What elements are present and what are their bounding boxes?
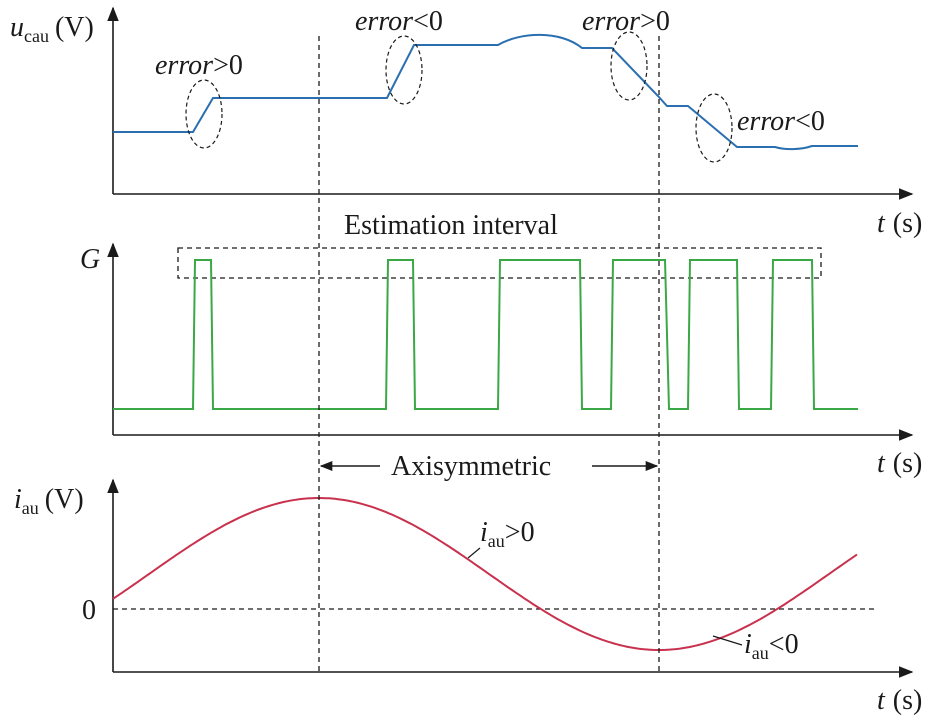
bot-x-label: t(s) xyxy=(877,685,922,716)
bottom-panel: iau(V) 0 t(s) Axisymmetric iau>0 iau<0 xyxy=(14,451,922,716)
voltage-waveform xyxy=(113,33,858,151)
zero-label: 0 xyxy=(82,595,96,626)
current-waveform xyxy=(112,497,858,651)
error-label-3: error>0 xyxy=(582,6,670,37)
mid-y-label: G xyxy=(80,244,100,275)
mid-x-label: t(s) xyxy=(877,448,922,479)
error-label-2: error<0 xyxy=(355,6,443,37)
pos-leader xyxy=(467,547,481,559)
axisym-label: Axisymmetric xyxy=(391,451,551,482)
error-ellipse-2 xyxy=(385,35,423,105)
error-label-1: error>0 xyxy=(155,50,243,81)
current-pos-label: iau>0 xyxy=(480,517,535,551)
middle-panel: G t(s) Estimation interval xyxy=(80,210,922,479)
top-x-label: t(s) xyxy=(877,208,922,239)
top-y-label: ucau(V) xyxy=(10,12,94,46)
error-ellipse-4 xyxy=(695,93,733,163)
neg-leader xyxy=(712,635,743,646)
error-ellipse-3 xyxy=(610,31,648,101)
gate-signal-waveform xyxy=(113,259,858,410)
current-neg-label: iau<0 xyxy=(744,629,799,663)
error-label-4: error<0 xyxy=(737,106,825,137)
top-panel: ucau(V) t(s) error>0 error<0 error>0 err… xyxy=(10,6,922,239)
error-ellipse-1 xyxy=(185,79,223,149)
estimation-interval-label: Estimation interval xyxy=(344,210,558,241)
bot-y-label: iau(V) xyxy=(14,484,84,518)
